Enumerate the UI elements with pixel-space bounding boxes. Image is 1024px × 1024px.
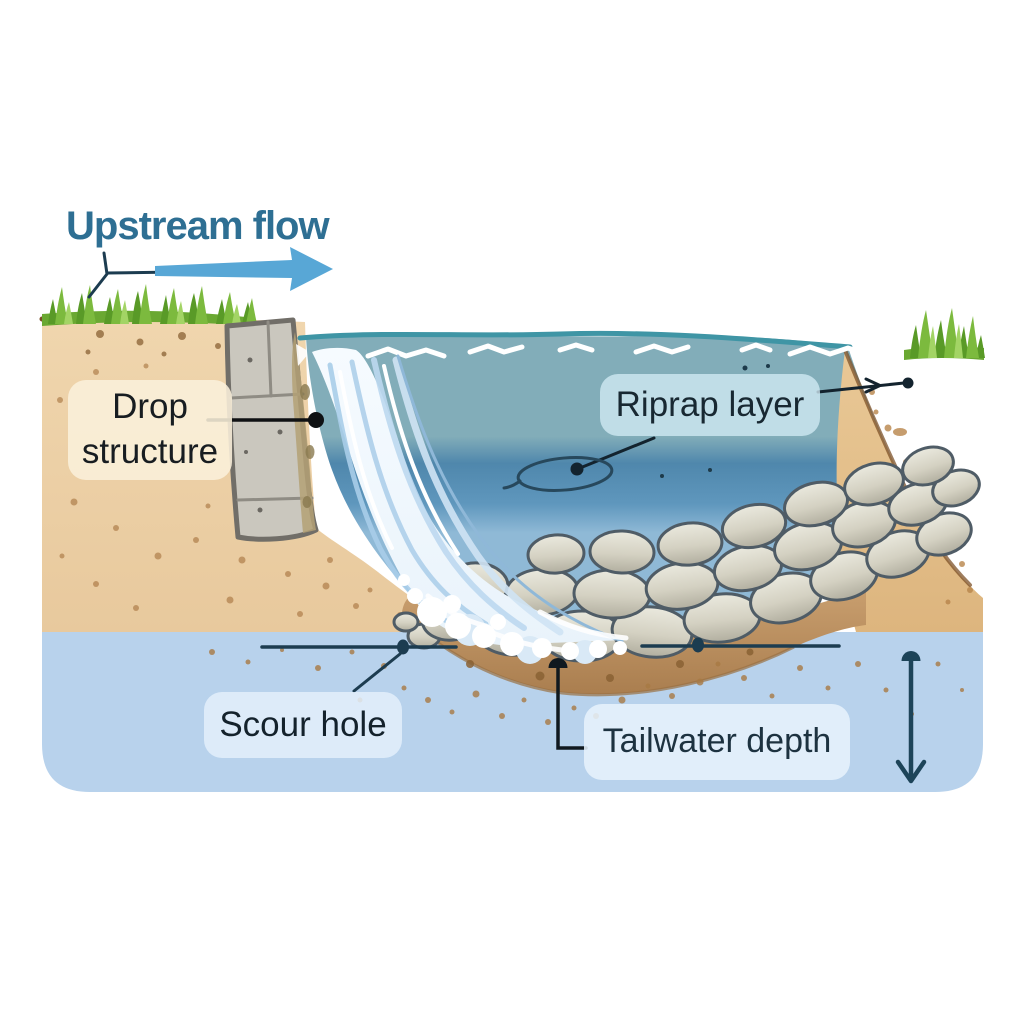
riprap-leader-right xyxy=(816,377,914,394)
scour-hole-label: Scour hole xyxy=(204,692,402,758)
scour-hole-leader xyxy=(352,652,402,693)
tailwater-depth-label: Tailwater depth xyxy=(584,704,850,780)
downstream-grass xyxy=(904,308,985,360)
water-surface xyxy=(297,330,869,359)
riprap-layer-label: Riprap layer xyxy=(600,374,820,436)
riprap-leader-left xyxy=(570,436,656,476)
plunge-foam xyxy=(398,574,629,664)
annotations xyxy=(87,247,927,784)
bed-level-line-left xyxy=(260,639,458,655)
water-ellipse-annotation xyxy=(502,456,614,492)
upstream-grass xyxy=(42,284,257,326)
drop-structure-wall xyxy=(224,317,319,542)
drop-structure-label: Drop structure xyxy=(68,380,232,480)
tailwater-leader xyxy=(548,658,588,750)
upstream-flow-label: Upstream flow xyxy=(66,204,330,248)
upstream-flow-arrow xyxy=(87,247,333,299)
tailwater-depth-arrow xyxy=(895,651,927,784)
bed-level-line-right xyxy=(640,637,841,653)
